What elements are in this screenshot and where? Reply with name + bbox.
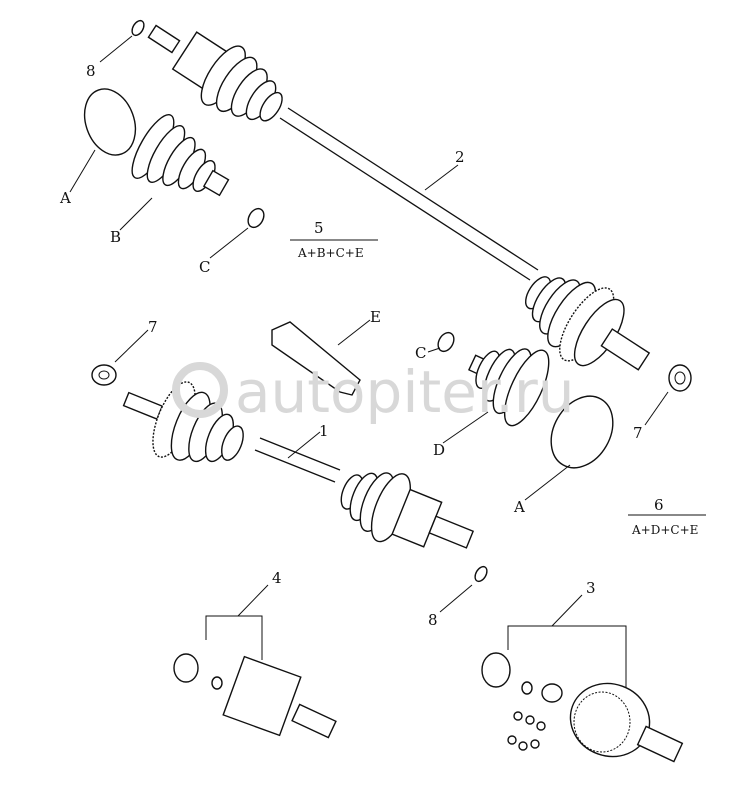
outer-joint-3[interactable] [481, 594, 684, 768]
label-a-top: A [59, 189, 71, 207]
boot-d[interactable] [455, 325, 558, 431]
callout-labels: 8 2 A B C 5 A+B+C+E E 7 C D A 7 1 6 A+D+… [59, 62, 698, 629]
label-1: 1 [319, 422, 329, 440]
ring-8-top[interactable] [130, 19, 147, 38]
nut-7-right[interactable] [668, 364, 692, 392]
label-2: 2 [455, 148, 465, 166]
label-a-mid: A [513, 498, 525, 516]
inner-joint-4[interactable] [173, 584, 337, 739]
label-4: 4 [272, 569, 282, 587]
label-c-top: C [199, 258, 210, 276]
drive-shaft-2[interactable] [147, 22, 666, 397]
nut-7-left[interactable] [91, 364, 117, 386]
clamp-c-top[interactable] [245, 206, 267, 230]
label-7-right: 7 [633, 424, 643, 442]
clamp-a-mid[interactable] [539, 385, 625, 479]
label-b: B [110, 228, 121, 246]
grease-packet-e[interactable] [271, 321, 361, 396]
label-c-mid: C [415, 344, 426, 362]
label-e: E [370, 308, 381, 326]
label-8-bottom: 8 [428, 611, 438, 629]
drive-shaft-1[interactable] [111, 363, 483, 573]
watermark: autopiter.ru [172, 358, 574, 426]
clamp-c-mid[interactable] [435, 330, 457, 354]
label-6: 6 [654, 496, 664, 514]
label-5: 5 [314, 219, 324, 237]
label-6-contents: A+D+C+E [631, 523, 698, 537]
svg-text:autopiter.ru: autopiter.ru [235, 358, 574, 426]
leader-lines [69, 35, 706, 613]
clamp-a-top[interactable] [76, 82, 144, 162]
label-5-contents: A+B+C+E [297, 246, 364, 260]
ring-8-bottom[interactable] [473, 565, 490, 584]
label-3: 3 [586, 579, 596, 597]
label-d: D [433, 441, 445, 459]
label-7-left: 7 [148, 318, 158, 336]
label-8-top: 8 [86, 62, 96, 80]
boot-b[interactable] [125, 109, 242, 218]
